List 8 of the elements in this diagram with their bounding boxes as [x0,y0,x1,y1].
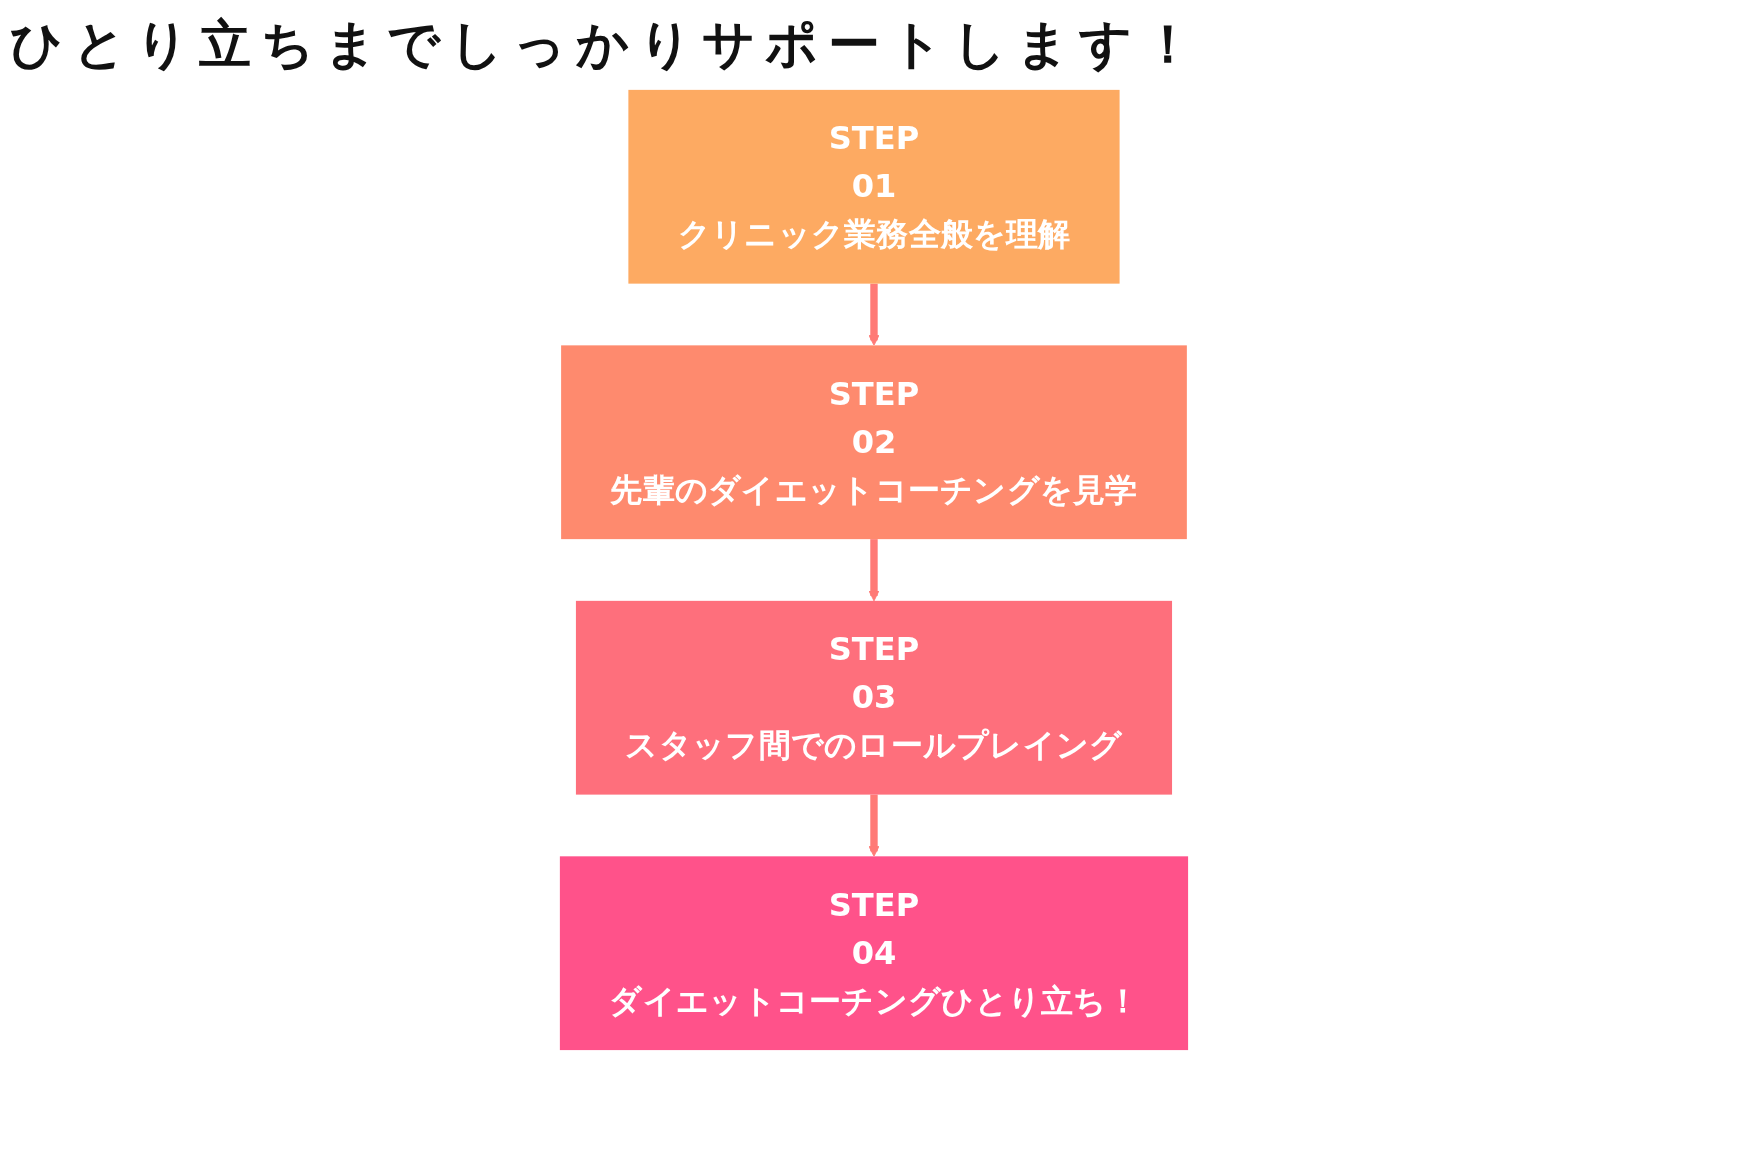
arrow [868,539,880,602]
arrow [868,283,880,346]
node-box: STEP 04 ダイエットコーチングひとり立ち！ [559,856,1189,1051]
node-box: STEP 02 先輩のダイエットコーチングを見学 [561,345,1187,540]
arrow [868,794,880,857]
node-box: STEP 01 クリニック業務全般を理解 [628,89,1120,284]
title: ひとり立ちまでしっかりサポートします！ [10,13,1205,76]
node-box: STEP 03 スタッフ間でのロールプレイング [575,600,1173,795]
